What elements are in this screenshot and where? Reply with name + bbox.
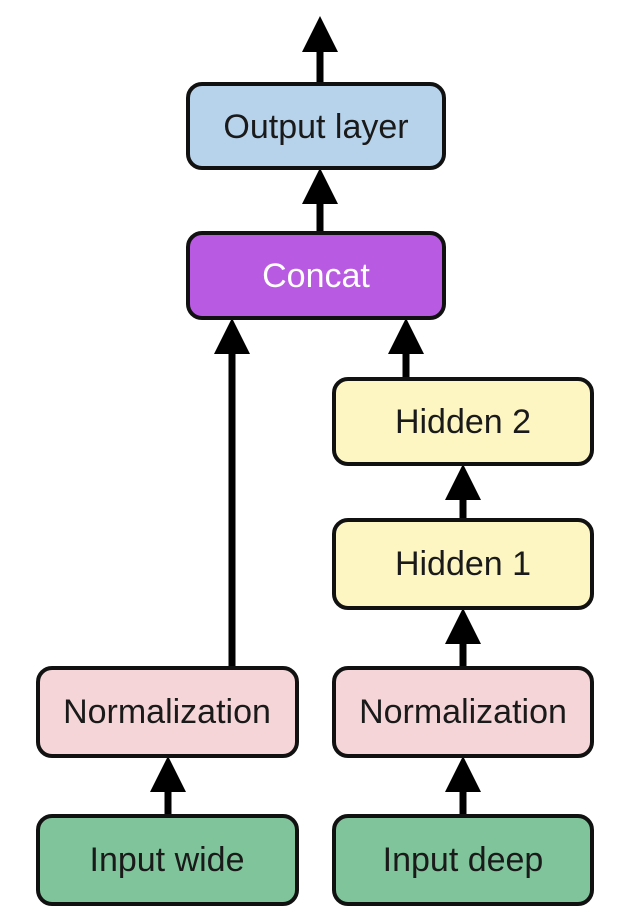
arrows (150, 16, 481, 816)
arrow-hidden1-to-hidden2 (445, 464, 481, 520)
arrow-input-wide-to-normalization (150, 756, 186, 816)
hidden-1-label: Hidden 1 (395, 545, 531, 583)
hidden-1-node: Hidden 1 (332, 518, 594, 610)
input-wide-label: Input wide (90, 841, 245, 879)
hidden-2-label: Hidden 2 (395, 403, 531, 441)
arrow-normalization-wide-to-concat (214, 318, 250, 668)
arrow-normalization-deep-to-hidden1 (445, 608, 481, 668)
arrow-hidden2-to-concat (388, 318, 424, 379)
normalization-wide-node: Normalization (36, 666, 299, 758)
concat-label: Concat (262, 257, 370, 295)
output-layer-label: Output layer (223, 108, 408, 146)
input-deep-label: Input deep (383, 841, 544, 879)
hidden-2-node: Hidden 2 (332, 377, 594, 466)
normalization-wide-label: Normalization (63, 693, 271, 731)
arrow-input-deep-to-normalization (445, 756, 481, 816)
concat-node: Concat (186, 231, 446, 320)
arrow-concat-to-output (302, 168, 338, 233)
output-layer-node: Output layer (186, 82, 446, 170)
normalization-deep-label: Normalization (359, 693, 567, 731)
input-deep-node: Input deep (332, 814, 594, 906)
arrow-output-to-top (302, 16, 338, 84)
normalization-deep-node: Normalization (332, 666, 594, 758)
input-wide-node: Input wide (36, 814, 299, 906)
